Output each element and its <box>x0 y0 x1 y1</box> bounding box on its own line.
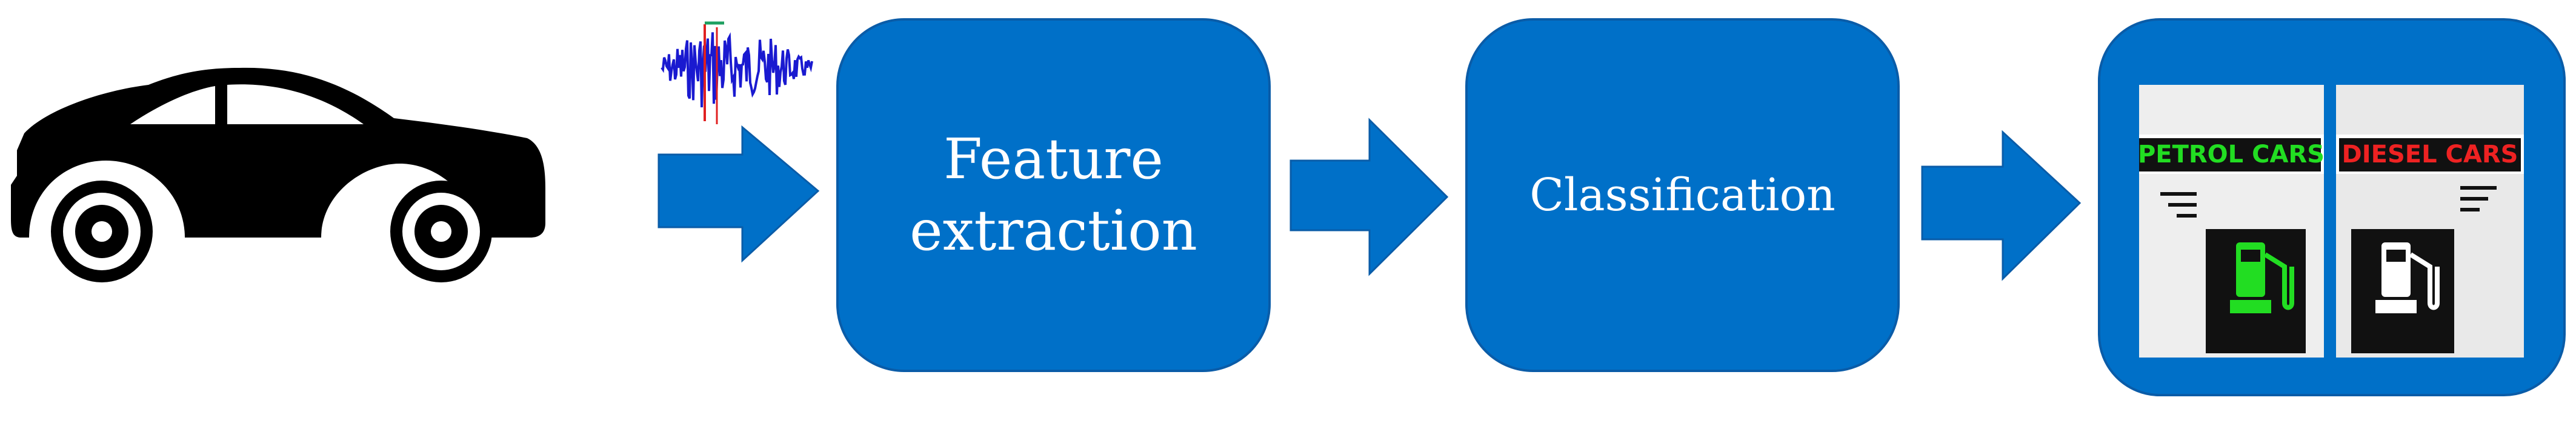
classification-label: Classification <box>1466 19 1899 371</box>
arrow-input <box>657 125 820 263</box>
fuel-pump-icon-diesel <box>2351 229 2454 353</box>
petrol-label: PETROL CARS <box>2138 141 2325 168</box>
fuel-pump-icon <box>2206 229 2306 353</box>
petrol-lines <box>2160 192 2197 218</box>
result-image: PETROL CARS DIESEL CARS <box>2138 85 2524 358</box>
arrow-feature-to-classification <box>1290 118 1449 276</box>
audio-waveform-icon <box>661 21 813 124</box>
feature-extraction-line-2: extraction <box>910 198 1197 263</box>
panel-divider <box>2324 85 2336 358</box>
diesel-label: DIESEL CARS <box>2342 141 2518 168</box>
box-classification <box>1465 18 1900 372</box>
arrow-classification-to-result <box>1921 130 2082 281</box>
feature-extraction-label: Feature extraction <box>837 19 1270 371</box>
classification-line-1: Classification <box>1529 168 1835 221</box>
diesel-lines <box>2460 186 2497 211</box>
petrol-sign <box>2139 138 2321 171</box>
waveform-trace <box>661 32 813 108</box>
box-feature-extraction <box>836 18 1271 372</box>
feature-extraction-line-1: Feature <box>944 127 1163 192</box>
diesel-sign <box>2339 138 2521 171</box>
car-icon <box>11 67 545 282</box>
